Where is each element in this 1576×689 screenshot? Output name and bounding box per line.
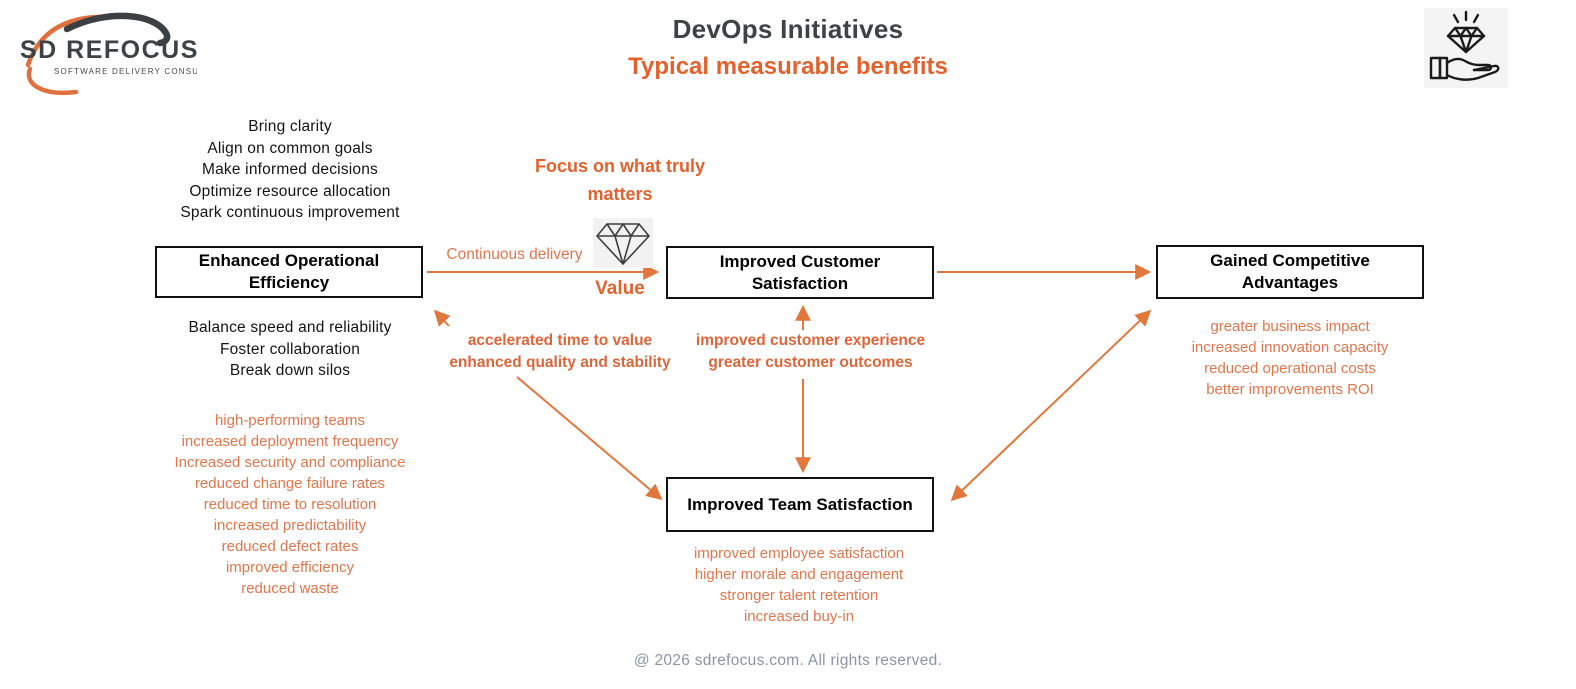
node-gained-competitive-advantages: Gained Competitive Advantages bbox=[1156, 245, 1424, 299]
list-item: increased buy-in bbox=[743, 608, 855, 625]
node-improved-team-satisfaction: Improved Team Satisfaction bbox=[666, 477, 934, 532]
list-item: reduced waste bbox=[241, 580, 339, 597]
list-item: better improvements ROI bbox=[1206, 381, 1374, 398]
node-enhanced-operational-efficiency: Enhanced Operational Efficiency bbox=[155, 246, 423, 298]
focus-note: Focus on what truly matters bbox=[534, 156, 705, 204]
list-item: higher morale and engagement bbox=[694, 566, 904, 583]
logo-swoosh-graphic: SD REFOCUS SOFTWARE DELIVERY CONSULTING bbox=[20, 12, 227, 96]
list-item: reduced operational costs bbox=[1204, 360, 1376, 377]
list-item: increased predictability bbox=[213, 517, 367, 534]
list-item: improved employee satisfaction bbox=[693, 545, 905, 562]
list-item: increased deployment frequency bbox=[181, 433, 399, 450]
continuous-delivery-label: Continuous delivery bbox=[446, 246, 583, 263]
list-item: stronger talent retention bbox=[719, 587, 879, 604]
list-item: increased innovation capacity bbox=[1191, 339, 1389, 356]
list-item: accelerated time to value bbox=[467, 332, 653, 349]
arrow-team-competitive-bidirectional bbox=[950, 309, 1152, 502]
list-item: Align on common goals bbox=[207, 139, 373, 157]
list-item: Optimize resource allocation bbox=[189, 182, 391, 200]
copyright-footer: @ 2026 sdrefocus.com. All rights reserve… bbox=[633, 652, 943, 669]
hand-presenting-diamond-icon bbox=[1424, 8, 1508, 88]
list-item: enhanced quality and stability bbox=[449, 353, 671, 371]
list-item: reduced defect rates bbox=[221, 538, 359, 555]
list-item: Make informed decisions bbox=[201, 161, 379, 179]
list-item: greater customer outcomes bbox=[708, 353, 913, 371]
list-item: Spark continuous improvement bbox=[180, 204, 400, 222]
list-item: reduced change failure rates bbox=[194, 475, 386, 492]
company-logo: SD REFOCUS SOFTWARE DELIVERY CONSULTING bbox=[12, 5, 227, 97]
page-subtitle: Typical measurable benefits bbox=[628, 53, 948, 80]
list-item: greater business impact bbox=[1210, 318, 1370, 335]
efficiency-value-note: accelerated time to value enhanced qualit… bbox=[440, 330, 680, 373]
node-improved-customer-satisfaction: Improved Customer Satisfaction bbox=[666, 246, 934, 299]
value-label: Value bbox=[595, 278, 645, 299]
competitive-metrics-list: greater business impact increased innovat… bbox=[1140, 316, 1440, 400]
logo-name: SD REFOCUS bbox=[20, 36, 197, 64]
logo-tagline: SOFTWARE DELIVERY CONSULTING bbox=[54, 67, 197, 76]
team-metrics-list: improved employee satisfaction higher mor… bbox=[649, 543, 949, 627]
list-item: high-performing teams bbox=[214, 412, 366, 429]
list-item: Bring clarity bbox=[248, 118, 332, 135]
efficiency-metrics-list: high-performing teams increased deploymen… bbox=[130, 410, 450, 599]
list-item: improved efficiency bbox=[225, 559, 355, 576]
page-title: DevOps Initiatives bbox=[672, 14, 904, 44]
arrow-efficiency-to-team bbox=[516, 376, 663, 501]
list-item: Balance speed and reliability bbox=[188, 319, 392, 336]
list-item: improved customer experience bbox=[695, 332, 926, 349]
list-item: reduced time to resolution bbox=[203, 496, 377, 513]
list-item: Break down silos bbox=[229, 362, 351, 380]
customer-value-note: improved customer experience greater cust… bbox=[688, 330, 933, 373]
diamond-icon bbox=[593, 218, 653, 268]
list-item: Increased security and compliance bbox=[174, 454, 406, 471]
list-item: Foster collaboration bbox=[219, 340, 361, 358]
